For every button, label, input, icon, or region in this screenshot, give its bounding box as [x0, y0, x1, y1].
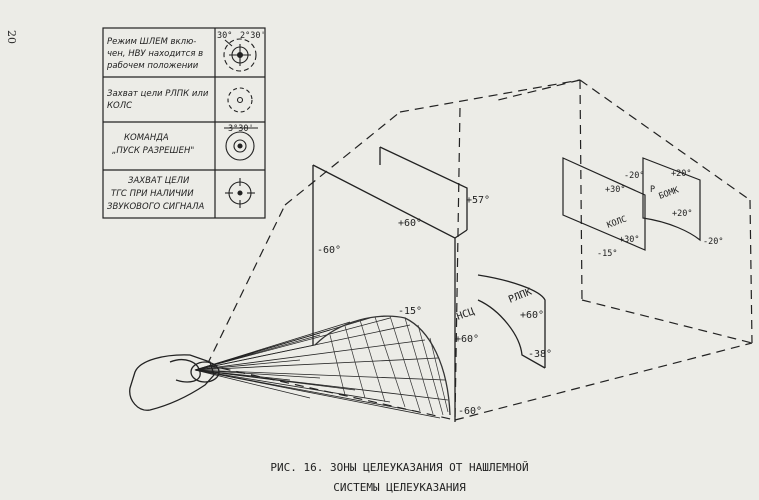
label-rlpk: РЛПК	[507, 287, 533, 306]
label-plus-20-b: +20°	[672, 209, 692, 219]
legend-mark-2-30: 2°30'	[240, 31, 266, 41]
legend-row-4-line-2: ТГС ПРИ НАЛИЧИИ	[111, 189, 194, 199]
legend-symbol-ir-seeker-lock-icon	[225, 178, 255, 208]
label-minus-15-nsc: -15°	[398, 306, 422, 317]
legend-row-4-line-3: ЗВУКОВОГО СИГНАЛА	[107, 202, 204, 212]
label-minus-38: -38°	[528, 349, 552, 360]
label-bomk: БОМК	[658, 185, 681, 202]
label-kols: КОЛС	[606, 214, 629, 230]
label-minus-20-top: -20°	[624, 171, 644, 181]
legend-row-1: Режим ШЛЕМ вклю- чен, НВУ находится в ра…	[106, 31, 266, 71]
label-plus-20-a: +20°	[671, 169, 691, 179]
kols-zone-plane	[562, 157, 701, 251]
legend-row-1-line-1: Режим ШЛЕМ вклю-	[107, 37, 196, 47]
legend-row-3-line-2: „ПУСК РАЗРЕШЕН"	[112, 146, 194, 156]
label-plus-57: +57°	[466, 195, 490, 206]
legend-mark-30: 30°	[217, 31, 232, 41]
radar-zone-plane	[477, 274, 546, 369]
cone-surface	[314, 315, 451, 416]
caption-line-1: РИС. 16. ЗОНЫ ЦЕЛЕУКАЗАНИЯ ОТ НАШЛЕМНОЙ	[270, 461, 529, 474]
legend-row-3: КОМАНДА „ПУСК РАЗРЕШЕН" 3°30'	[112, 124, 254, 156]
legend-mark-3-30: 3°30'	[228, 124, 254, 134]
legend-row-4-line-1: ЗАХВАТ ЦЕЛИ	[128, 176, 190, 186]
legend-symbol-helmet-mode-icon	[223, 38, 257, 72]
pilot-helmet	[129, 354, 220, 411]
nsc-zone-plane	[312, 146, 468, 422]
label-p: Р	[650, 185, 655, 195]
view-volume-box	[206, 79, 753, 421]
legend-row-2: Захват цели РЛПК или КОЛС	[107, 89, 209, 111]
label-plus-30-kols-top: +30°	[605, 185, 625, 195]
legend-row-3-line-1: КОМАНДА	[124, 133, 169, 143]
caption-line-2: СИСТЕМЫ ЦЕЛЕУКАЗАНИЯ	[333, 481, 466, 494]
label-plus-60-rlpk: +60°	[520, 310, 544, 321]
angle-labels: -60° +60° +57° -15° НСЦ +60° -60° РЛПК +…	[317, 169, 723, 417]
label-minus-15-kols: -15°	[597, 249, 617, 259]
legend-symbol-radar-lock-icon	[227, 87, 253, 113]
legend-row-1-line-3: рабочем положении	[106, 61, 199, 71]
legend-row-2-line-2: КОЛС	[107, 101, 132, 111]
sight-lines	[194, 317, 449, 419]
figure-caption: РИС. 16. ЗОНЫ ЦЕЛЕУКАЗАНИЯ ОТ НАШЛЕМНОЙ …	[0, 458, 759, 498]
label-nsc: НСЦ	[455, 306, 476, 323]
legend-row-4: ЗАХВАТ ЦЕЛИ ТГС ПРИ НАЛИЧИИ ЗВУКОВОГО СИ…	[107, 176, 204, 212]
label-plus-30-kols: +30°	[619, 235, 639, 245]
label-minus-60-bottom: -60°	[458, 406, 482, 417]
legend-table	[102, 27, 266, 219]
label-plus-60-nsc: +60°	[455, 334, 479, 345]
label-minus-60-left: -60°	[317, 245, 341, 256]
label-minus-20-right: -20°	[703, 237, 723, 247]
legend-symbol-launch-permitted-icon	[224, 127, 258, 161]
legend-frame	[102, 27, 266, 219]
label-plus-60-top: +60°	[398, 218, 422, 229]
legend-row-1-line-2: чен, НВУ находится в	[107, 49, 203, 59]
legend-row-2-line-1: Захват цели РЛПК или	[107, 89, 209, 99]
